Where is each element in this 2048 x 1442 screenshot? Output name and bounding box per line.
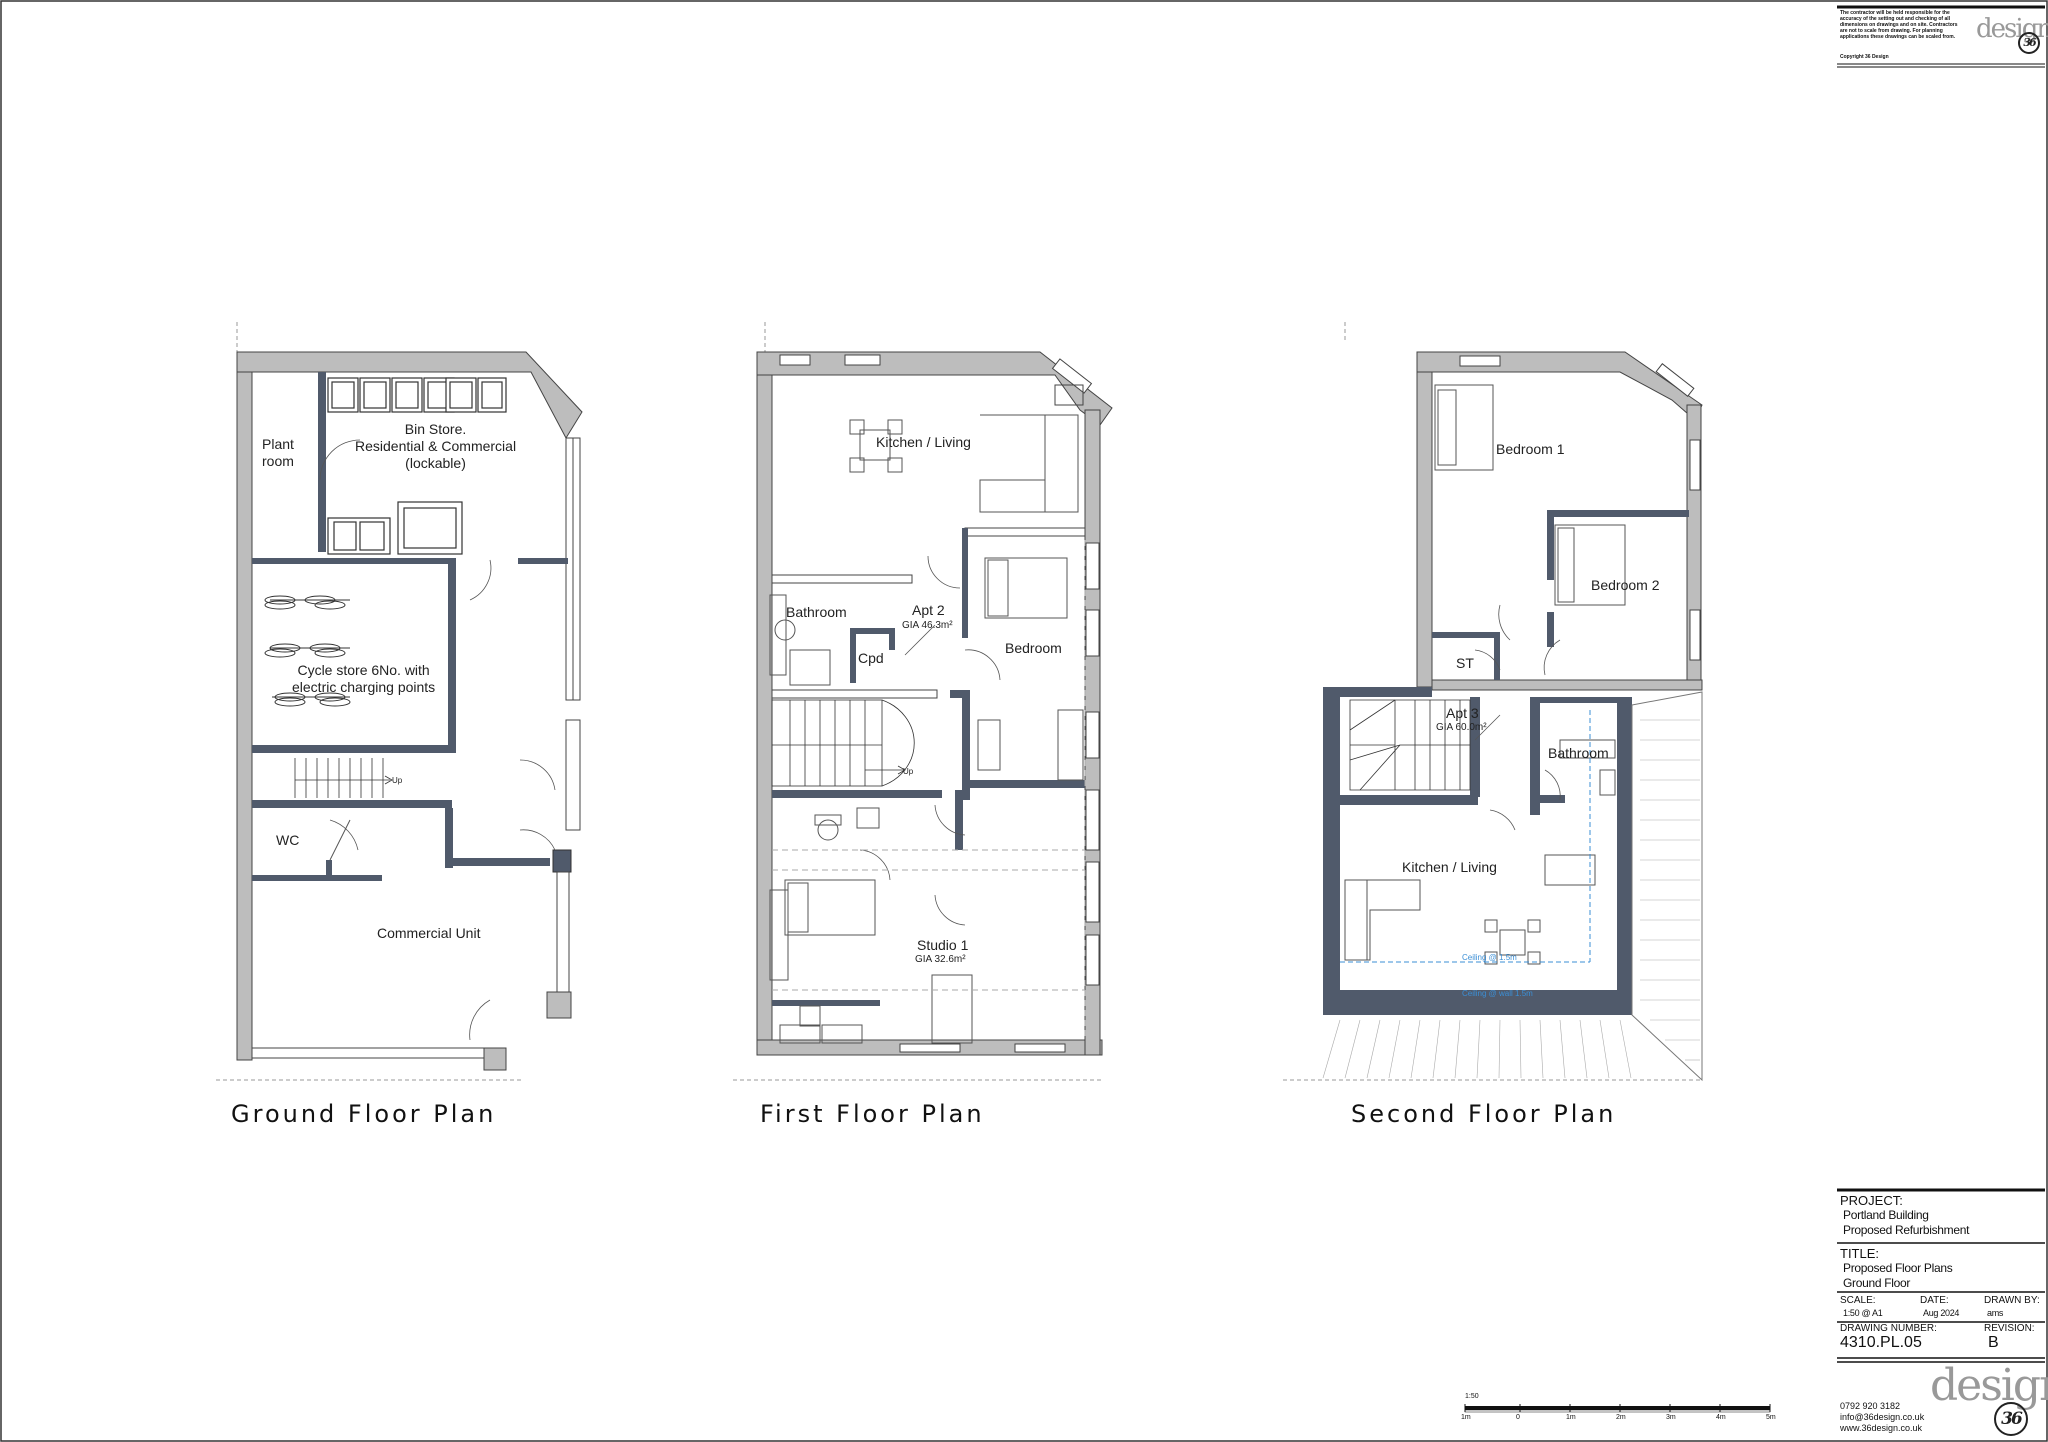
scale-tick-label: 0 [1516,1414,1520,1421]
cycles [264,595,351,707]
scale-bar [1464,1404,1771,1413]
ground-west-wall [236,371,253,1061]
cycle-store-wall [252,558,452,564]
label-bedroom-1: Bedroom 1 [1496,441,1565,457]
scale-bar-title: 1:50 [1465,1393,1479,1400]
label-kitchen-living-3: Kitchen / Living [1402,859,1497,875]
first-dashed [772,540,1086,1040]
scale-tick-label: 1m [1566,1414,1576,1421]
label-bedroom-2: Bedroom 2 [1591,577,1660,593]
drawn-by-block: DRAWN BY: ams [1984,1295,2040,1318]
second-floor-plan [1283,322,1703,1082]
ground-east-window [556,871,570,993]
pier [483,1047,507,1071]
label-wc: WC [276,832,300,848]
label-st: ST [1456,655,1474,671]
shopfront [251,1047,493,1059]
copyright-note: Copyright 36 Design [1840,54,1889,60]
contact-web: www.36design.co.uk [1840,1423,1923,1433]
second-furniture [1344,384,1626,965]
ceiling-lines [1340,710,1591,963]
second-floor-title: Second Floor Plan [1351,1100,1617,1128]
second-windows [1459,355,1701,661]
label-cycle-store: Cycle store 6No. with electric charging … [292,662,436,695]
ground-floor-plan [216,322,583,1081]
drawing-number-block: DRAWING NUMBER: 4310.PL.05 [1840,1323,1937,1351]
label-first-up: Up [903,767,914,776]
ground-stairs [294,758,393,798]
pier [552,849,572,873]
ground-east-window [565,719,581,831]
label-plant-room: Plant room [262,436,294,469]
first-windows [779,354,1100,1053]
label-studio-1: Studio 1 [917,937,969,953]
second-internal [1340,510,1689,815]
label-apt-3: Apt 3 [1446,705,1479,721]
scale-tick-label: 2m [1616,1414,1626,1421]
scale-tick-label: 4m [1716,1414,1726,1421]
label-ground-up: Up [392,776,403,785]
label-ceiling-1: Ceiling @ 1.5m [1462,953,1517,962]
first-floor-plan [733,322,1113,1081]
second-stairs [1349,699,1471,791]
bin-store-wall [318,372,326,552]
stair-wall [252,745,456,753]
label-kitchen-living-1: Kitchen / Living [876,434,971,450]
scale-tick-label: 5m [1766,1414,1776,1421]
label-bin-store: Bin Store. Residential & Commercial (loc… [355,421,517,471]
label-studio-1-gia: GIA 32.6m² [915,954,966,965]
scale-tick-label: 1m [1461,1414,1471,1421]
revision-block: REVISION: B [1984,1323,2035,1351]
ground-floor-title: Ground Floor Plan [231,1100,497,1128]
date-block: DATE: Aug 2024 [1920,1295,1960,1318]
bins [327,377,507,555]
label-apt-2-gia: GIA 46.3m² [902,620,953,631]
label-bathroom-3: Bathroom [1548,745,1609,761]
label-bathroom-1: Bathroom [786,604,847,620]
contact-phone: 0792 920 3182 [1840,1401,1901,1411]
roof-slope [1631,691,1703,1082]
label-apt-2: Apt 2 [912,602,945,618]
first-floor-title: First Floor Plan [760,1100,985,1128]
contact-email: info@36design.co.uk [1840,1412,1925,1422]
title-block-lines [1837,5,2045,1363]
logo-top: design 36 [1976,14,2048,54]
disclaimer-note: The contractor will be held responsible … [1840,10,1958,40]
door-swings [319,439,556,1041]
wc-wall [252,875,382,881]
label-apt-3-gia: GIA 60.0m² [1436,722,1487,733]
scale-tick-label: 3m [1666,1414,1676,1421]
title-block: TITLE: Proposed Floor Plans Ground Floor [1840,1246,1953,1290]
logo-bottom: design 36 [1930,1360,2048,1440]
label-bedroom: Bedroom [1005,640,1062,656]
label-ceiling-2: Ceiling @ wall 1.5m [1462,989,1533,998]
label-commercial-unit: Commercial Unit [377,925,481,941]
project-block: PROJECT: Portland Building Proposed Refu… [1840,1193,1970,1237]
roof-hatch [1640,719,1700,1061]
label-cpd: Cpd [858,650,884,666]
first-door-swings [859,555,1001,926]
roof-hatch-bottom [1322,1019,1632,1079]
first-stairs [771,699,915,787]
scale-block: SCALE: 1:50 @ A1 [1840,1295,1883,1318]
second-door-swings [1474,604,1561,831]
first-furniture [769,414,1084,1044]
first-internal-dark [772,528,1085,1006]
pier [546,991,572,1019]
contact-details: 0792 920 3182 info@36design.co.uk www.36… [1840,1401,1924,1434]
